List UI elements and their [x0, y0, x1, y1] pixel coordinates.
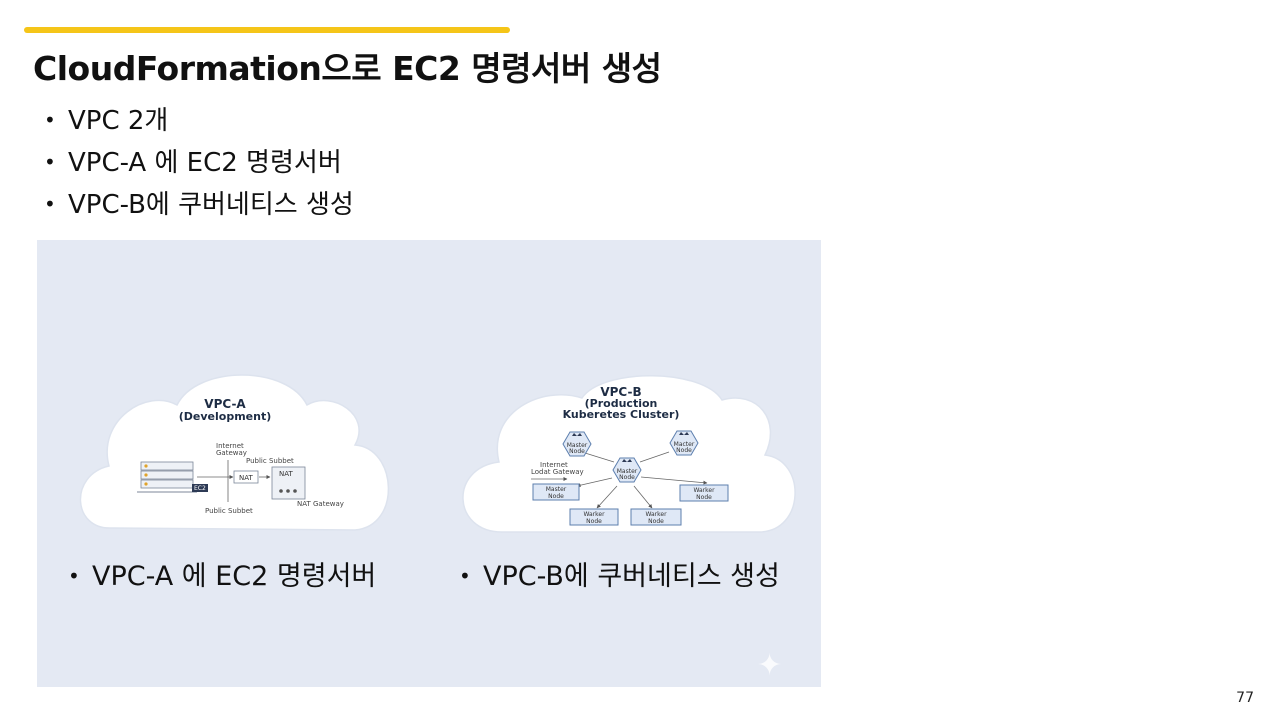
svg-text:Warker: Warker: [693, 487, 715, 494]
cluster-connectors: [531, 451, 708, 509]
svg-text:Node: Node: [548, 493, 564, 500]
svg-text:Node: Node: [676, 447, 692, 454]
svg-text:Node: Node: [696, 494, 712, 501]
vpc-b-subtitle-1: (Production: [585, 397, 658, 410]
server-icon: [137, 461, 197, 493]
bullet-item: •VPC-A 에 EC2 명령서버: [44, 142, 354, 184]
nat-label: NAT: [239, 474, 253, 482]
svg-text:Node: Node: [569, 448, 585, 455]
worker-node-right: Warker Node: [679, 484, 729, 502]
master-node-left: Master Node: [532, 483, 580, 501]
bullet-dot-icon: •: [459, 564, 471, 588]
public-subnet-top-label: Public Subbet: [246, 457, 294, 465]
bullet-dot-icon: •: [68, 564, 80, 588]
nat-box: [233, 470, 259, 484]
nat-gateway-label: NAT Gateway: [297, 500, 344, 508]
crown-icon: [572, 433, 582, 436]
architecture-diagram: VPC-A (Development) Internet Gateway Pub…: [79, 374, 796, 533]
crown-icon: [679, 432, 689, 435]
svg-text:Warker: Warker: [583, 511, 605, 518]
vpc-a-subtitle: (Development): [179, 410, 272, 423]
vpc-b-title: VPC-B: [600, 385, 641, 399]
architecture-figure: VPC-A (Development) Internet Gateway Pub…: [37, 240, 821, 687]
worker-node-bottom-left: Warker Node: [569, 508, 619, 526]
page-number: 77: [1236, 690, 1254, 706]
svg-text:Master: Master: [617, 468, 638, 475]
bullet-dot-icon: •: [44, 150, 56, 174]
crown-icon: [622, 459, 632, 462]
ec2-label: EC2: [194, 485, 206, 492]
vpc-a-title: VPC-A: [204, 397, 246, 411]
svg-text:Master: Master: [567, 442, 588, 449]
internet-gateway-label-1: Internet: [216, 442, 244, 450]
bullet-list: •VPC 2개 •VPC-A 에 EC2 명령서버 •VPC-B에 쿠버네티스 …: [44, 100, 354, 226]
svg-text:Node: Node: [586, 518, 602, 525]
internet-gateway-label-2: Gateway: [216, 449, 247, 457]
svg-text:Node: Node: [619, 474, 635, 481]
nat-gateway-box-label: NAT: [279, 470, 293, 478]
figure-caption-left: •VPC-A 에 EC2 명령서버: [68, 561, 377, 592]
svg-text:Master: Master: [546, 486, 567, 493]
vpc-b-subtitle-2: Kuberetes Cluster): [563, 408, 680, 421]
master-node-top-right: Macter Node: [669, 430, 699, 456]
sparkle-icon: ✦: [757, 648, 783, 683]
bullet-item: •VPC 2개: [44, 100, 354, 142]
master-node-top-left: Master Node: [562, 431, 592, 457]
figure-caption-right: •VPC-B에 쿠버네티스 생성: [459, 561, 780, 592]
slide-title: CloudFormation으로 EC2 명령서버 생성: [33, 49, 662, 88]
internet-gateway-b-label-2: Lodat Gateway: [531, 468, 584, 476]
bullet-dot-icon: •: [44, 192, 56, 216]
svg-text:Node: Node: [648, 518, 664, 525]
svg-text:Warker: Warker: [645, 511, 667, 518]
public-subnet-bottom-label: Public Subbet: [205, 507, 253, 515]
vpc-b-cloud: VPC-B (Production Kuberetes Cluster) Int…: [462, 375, 796, 533]
worker-node-bottom-right: Warker Node: [630, 508, 682, 526]
vpc-a-cloud: VPC-A (Development) Internet Gateway Pub…: [79, 374, 390, 531]
bullet-item: •VPC-B에 쿠버네티스 생성: [44, 184, 354, 226]
ec2-badge: [192, 484, 208, 492]
accent-bar: [24, 27, 510, 33]
nat-gateway-icon: [271, 466, 306, 500]
master-node-center: Master Node: [612, 457, 642, 483]
svg-text:Macter: Macter: [674, 441, 695, 448]
internet-gateway-b-label-1: Internet: [540, 461, 568, 469]
bullet-dot-icon: •: [44, 108, 56, 132]
